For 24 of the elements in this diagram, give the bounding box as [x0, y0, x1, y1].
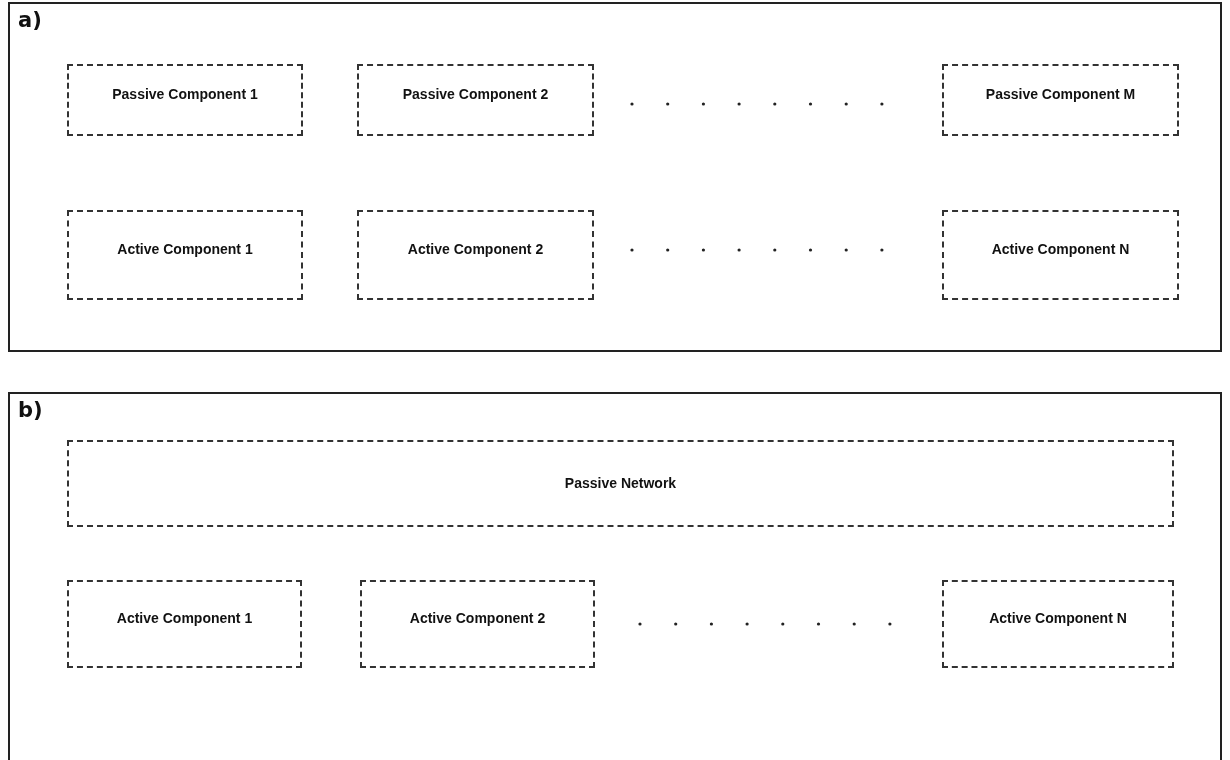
component-label: Active Component N	[991, 239, 1130, 259]
component-label: Active Component 1	[117, 239, 253, 259]
component-label: Passive Network	[564, 474, 677, 494]
component-label: Active Component N	[989, 608, 1127, 628]
panel-label: b)	[18, 398, 43, 422]
panel-frame	[8, 392, 1222, 760]
panel-frame	[8, 2, 1222, 352]
component-label: Active Component 2	[409, 608, 546, 628]
dashed-component-box	[67, 64, 303, 136]
dashed-component-box	[67, 440, 1174, 527]
component-label: Passive Component 1	[112, 84, 258, 104]
dashed-component-box	[67, 210, 303, 300]
dashed-component-box	[942, 210, 1179, 300]
dashed-component-box	[357, 64, 594, 136]
component-label: Passive Component M	[985, 84, 1136, 104]
dashed-component-box	[942, 580, 1174, 668]
component-label: Passive Component 2	[402, 84, 549, 104]
dashed-component-box	[942, 64, 1179, 136]
component-label: Active Component 2	[407, 239, 544, 259]
component-label: Active Component 1	[116, 608, 253, 628]
panel-label: a)	[18, 8, 42, 32]
dashed-component-box	[357, 210, 594, 300]
dashed-component-box	[67, 580, 302, 668]
dashed-component-box	[360, 580, 595, 668]
